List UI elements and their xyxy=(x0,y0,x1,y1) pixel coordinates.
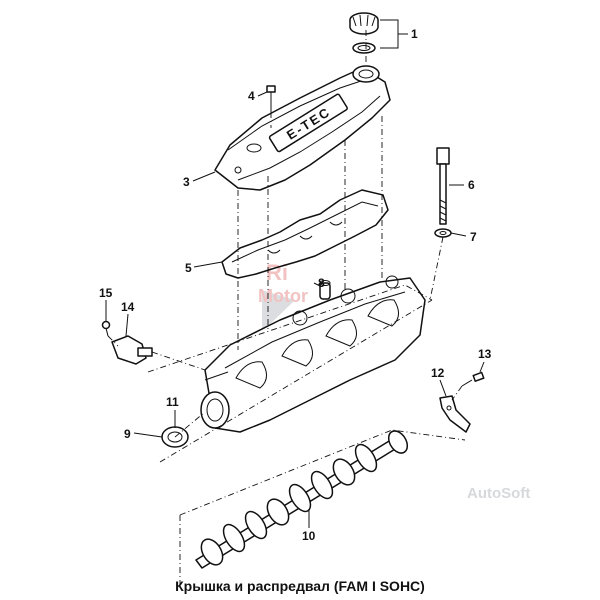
long-bolt xyxy=(436,147,450,225)
callout-6: 6 xyxy=(468,178,475,192)
svg-text:AutoSoft: AutoSoft xyxy=(467,485,530,502)
callout-10: 10 xyxy=(302,529,316,543)
callout-11: 11 xyxy=(166,395,179,409)
bolt-4 xyxy=(266,85,276,112)
camshaft xyxy=(195,430,409,569)
camshaft-housing xyxy=(200,275,426,433)
watermark-autosoft: AutoSoft xyxy=(467,485,530,502)
washer xyxy=(434,228,452,238)
callout-7: 7 xyxy=(470,230,477,244)
alignment-lines xyxy=(107,30,466,588)
callout-1: 1 xyxy=(411,27,418,41)
callout-4: 4 xyxy=(248,89,255,103)
oil-filler-cap xyxy=(349,12,379,54)
callout-12: 12 xyxy=(431,366,445,380)
callout-labels: 1 8 3 4 5 6 7 9 10 11 12 13 14 15 2 xyxy=(99,27,492,543)
callout-13: 13 xyxy=(478,347,492,361)
valve-cover: E-TEC xyxy=(214,65,391,191)
dowel-pin xyxy=(319,280,331,300)
bolt-15 xyxy=(101,320,111,337)
bolt-13 xyxy=(461,371,485,387)
svg-text:Ri: Ri xyxy=(266,260,288,285)
callout-9: 9 xyxy=(124,427,131,441)
svg-text:Motor: Motor xyxy=(258,286,308,306)
sensor xyxy=(111,335,153,365)
callout-8: 8 xyxy=(318,276,325,290)
callout-5: 5 xyxy=(185,261,192,275)
bracket xyxy=(439,395,471,433)
callout-14: 14 xyxy=(121,300,135,314)
leader-lines xyxy=(105,19,485,528)
cover-gasket xyxy=(221,189,389,279)
diagram-caption: Крышка и распредвал (FAM I SOHC) xyxy=(175,578,425,594)
callout-3: 3 xyxy=(183,175,190,189)
callout-15: 15 xyxy=(99,286,113,300)
